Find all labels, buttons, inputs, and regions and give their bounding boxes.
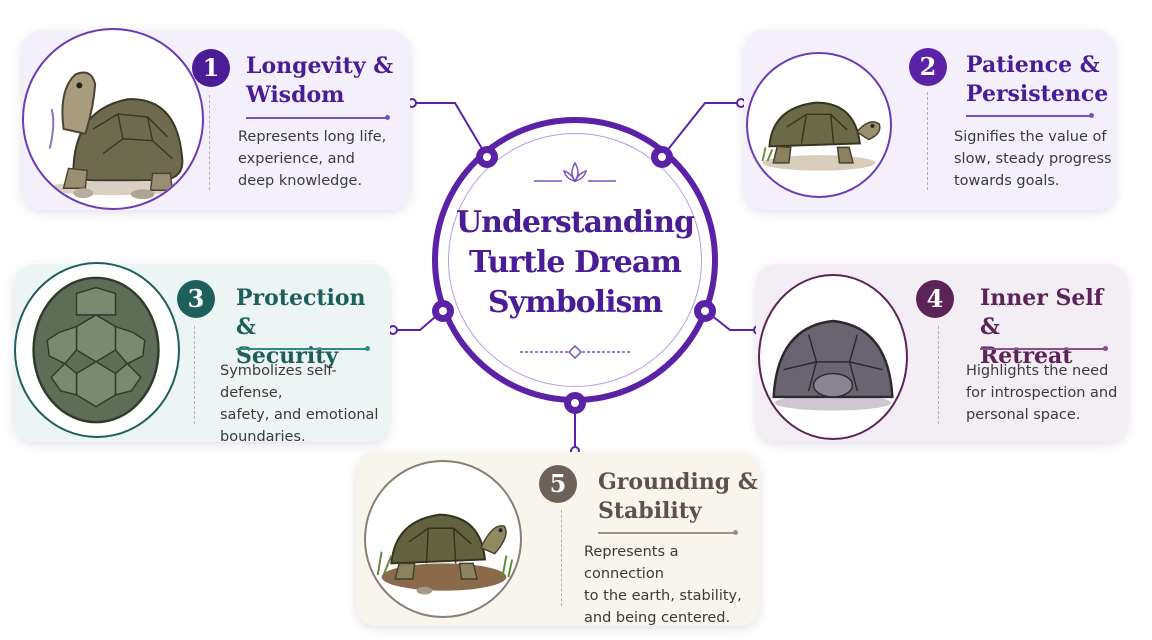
card-desc-4-line1: Highlights the need [966,363,1109,379]
center-title-line3: Symbolism [487,285,663,320]
center-title-line1: Understanding [455,205,695,240]
title-underline-4 [980,348,1104,350]
card-desc-1-line2: experience, and [238,151,355,167]
card-desc-2-line3: towards goals. [954,173,1060,189]
card-title-2-line1: Patience & [966,52,1100,78]
card-desc-5: Represents a connection to the earth, st… [584,541,760,629]
title-underline-2 [966,115,1090,117]
card-desc-1: Represents long life, experience, and de… [238,126,386,192]
ring-node-5 [564,392,586,414]
card-desc-3-line3: boundaries. [220,429,306,445]
card-desc-4-line3: personal space. [966,407,1081,423]
center-inner-ring [448,133,702,387]
title-underline-dot-5 [733,530,738,535]
divider-5 [561,510,562,606]
title-underline-1 [246,117,386,119]
card-title-4: Inner Self & Retreat [980,284,1128,371]
card-title-1-line2: Wisdom [246,82,345,108]
card-title-2-line2: Persistence [966,81,1109,107]
lotus-ornament-icon [534,161,616,183]
turtle-shell-image [14,262,180,438]
card-title-5: Grounding & Stability [598,468,758,526]
card-title-1: Longevity & Wisdom [246,52,393,110]
card-title-2: Patience & Persistence [966,51,1108,109]
card-desc-1-line1: Represents long life, [238,129,387,145]
card-inner-self-retreat: 4 Inner Self & Retreat Highlights the ne… [756,264,1128,442]
card-grounding-stability: 5 Grounding & Stability Represents a con… [356,452,760,626]
number-badge-5: 5 [539,465,577,503]
tortoise-icon [45,71,185,200]
withdrawn-turtle-icon [772,319,894,411]
center-title-line2: Turtle Dream [468,245,682,280]
title-underline-dot-3 [365,346,370,351]
card-desc-2-line1: Signifies the value of [954,129,1107,145]
title-underline-3 [236,348,366,350]
card-title-5-line1: Grounding & [598,469,758,495]
ring-node-1 [476,146,498,168]
grounded-turtle-image [364,460,522,618]
card-title-4-line1: Inner Self & [980,285,1104,340]
ring-node-4 [694,300,716,322]
divider-1 [209,95,210,190]
title-underline-dot-4 [1103,346,1108,351]
title-underline-dot-1 [385,115,390,120]
old-tortoise-image [22,28,204,210]
number-badge-4: 4 [916,280,954,318]
number-badge-1: 1 [192,49,230,87]
diamond-divider-icon [520,345,630,359]
card-desc-5-line1: Represents a connection [584,544,679,582]
card-desc-5-line2: to the earth, stability, [584,588,742,604]
card-desc-2-line2: slow, steady progress [954,151,1112,167]
shell-icon [32,276,160,424]
card-desc-3: Symbolizes self-defense, safety, and emo… [220,360,390,448]
ring-node-3 [432,300,454,322]
card-desc-5-line3: and being centered. [584,610,731,626]
card-desc-4-line2: for introspection and [966,385,1118,401]
divider-3 [194,326,195,424]
ring-node-2 [651,146,673,168]
card-title-4-line2: Retreat [980,343,1073,369]
number-badge-2: 2 [909,48,947,86]
divider-2 [927,92,928,190]
number-badge-3: 3 [177,280,215,318]
divider-4 [938,326,939,424]
card-longevity-wisdom: 1 Longevity & Wisdom Represents long lif… [22,28,410,210]
card-desc-3-line1: Symbolizes self-defense, [220,363,337,401]
center-hub: Understanding Turtle Dream Symbolism [432,117,718,403]
title-underline-dot-2 [1089,113,1094,118]
center-title: Understanding Turtle Dream Symbolism [450,203,700,323]
card-desc-2: Signifies the value of slow, steady prog… [954,126,1112,192]
card-desc-4: Highlights the need for introspection an… [966,360,1117,426]
card-desc-3-line2: safety, and emotional [220,407,379,423]
card-patience-persistence: 2 Patience & Persistence Signifies the v… [744,30,1116,210]
card-desc-1-line3: deep knowledge. [238,173,363,189]
withdrawn-turtle-image [758,274,908,440]
walking-turtle-image [746,52,892,198]
card-title-5-line2: Stability [598,498,702,524]
card-title-3-line2: Security [236,343,339,369]
grounded-turtle-icon [376,513,514,595]
title-underline-5 [598,532,734,534]
card-title-3-line1: Protection & [236,285,366,340]
turtle-icon [761,101,881,171]
card-title-3: Protection & Security [236,284,390,371]
card-title-1-line1: Longevity & [246,53,394,79]
card-protection-security: 3 Protection & Security Symbolizes self-… [14,262,390,445]
